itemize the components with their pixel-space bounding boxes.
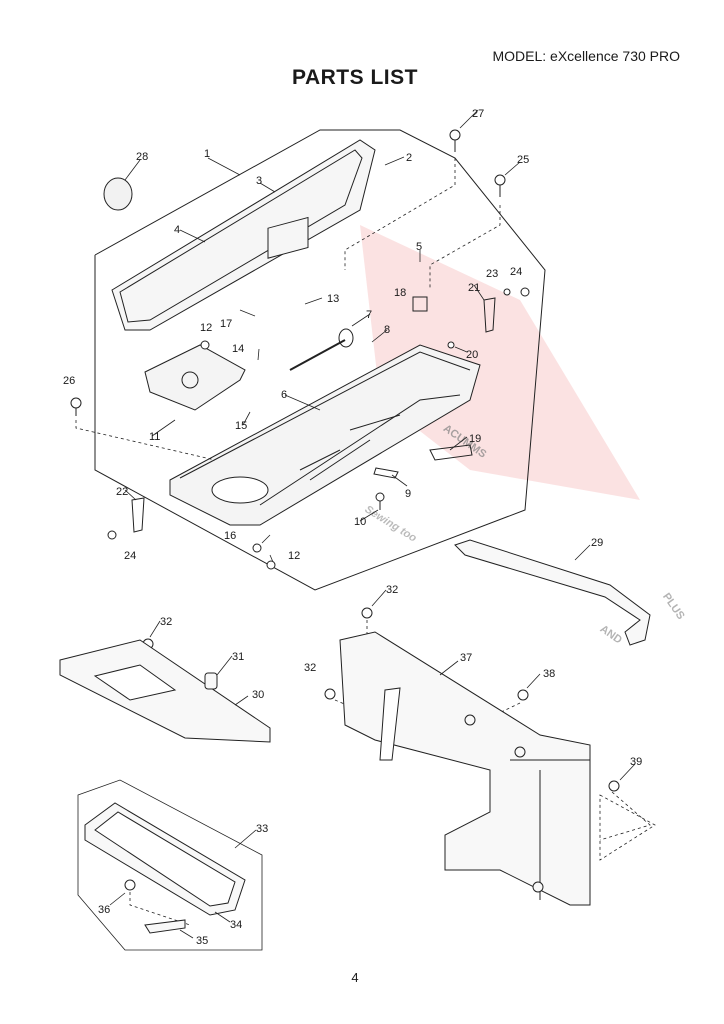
callout-31: 31 [232,651,244,663]
callout-5: 5 [416,241,422,253]
callout-1: 1 [204,148,210,160]
callout-32-b: 32 [386,584,398,596]
callout-26: 26 [63,375,75,387]
callout-18: 18 [394,287,406,299]
callout-9: 9 [405,488,411,500]
callout-numbers: 1 2 3 4 5 6 7 8 9 10 11 12 12 13 14 15 1… [63,108,642,947]
callout-19: 19 [469,433,481,445]
callout-8: 8 [384,324,390,336]
callout-15: 15 [235,420,247,432]
callout-14: 14 [232,343,244,355]
part-33-tray [77,779,263,951]
model-label: MODEL: eXcellence 730 PRO [492,48,680,64]
callout-35: 35 [196,935,208,947]
callout-28: 28 [136,151,148,163]
callout-24-b: 24 [124,550,136,562]
page-number: 4 [351,970,359,985]
callout-10: 10 [354,516,366,528]
callout-39: 39 [630,756,642,768]
callout-20: 20 [466,349,478,361]
part-13-block [267,216,309,259]
callout-leaders [109,109,636,939]
callout-36: 36 [98,904,110,916]
callout-30: 30 [252,689,264,701]
callout-37: 37 [460,652,472,664]
callout-12-a: 12 [200,322,212,334]
part-28-cap [103,177,133,211]
callout-2: 2 [406,152,412,164]
callout-13: 13 [327,293,339,305]
callout-34: 34 [230,919,242,931]
cover-frame [111,139,376,331]
callout-11: 11 [149,431,160,443]
callout-27: 27 [472,108,484,120]
upper-assembly [94,129,546,591]
callout-33: 33 [256,823,268,835]
callout-7: 7 [366,309,372,321]
watermark-text-2: Sewing too [363,503,419,544]
watermark-triangle [360,225,640,500]
part-30-cover [59,639,271,743]
callout-4: 4 [174,224,180,236]
bed-opening [211,476,269,504]
callout-16: 16 [224,530,236,542]
callout-32-c: 32 [304,662,316,674]
callout-22: 22 [116,486,128,498]
callout-24-a: 24 [510,266,522,278]
watermark-text-3: AND [598,623,624,647]
watermark-text-4: PLUS [660,591,687,622]
part-29-bar [454,539,651,646]
callout-3: 3 [256,175,262,187]
assembly-boundary [94,129,546,591]
part-37-housing [339,631,656,906]
callout-12-b: 12 [288,550,300,562]
callout-17: 17 [220,318,232,330]
callout-6: 6 [281,389,287,401]
callout-25: 25 [517,154,529,166]
callout-29: 29 [591,537,603,549]
mechanism-plate [144,344,246,411]
callout-38: 38 [543,668,555,680]
callout-23: 23 [486,268,498,280]
page-title: PARTS LIST [292,66,418,89]
callout-21: 21 [468,282,480,294]
callout-32-a: 32 [160,616,172,628]
